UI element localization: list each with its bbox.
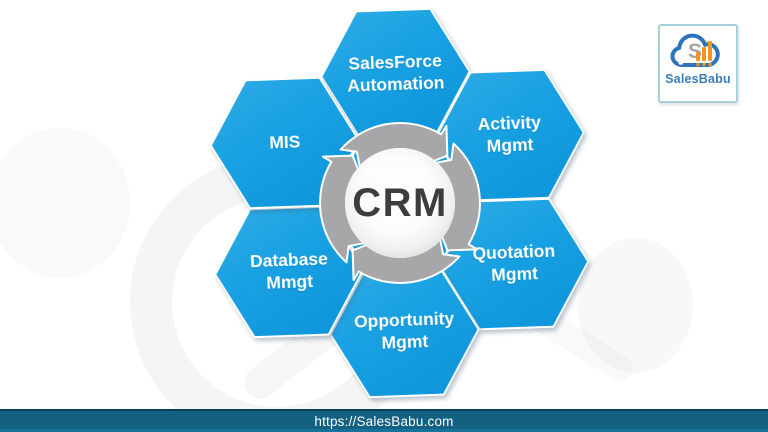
- crm-sphere: [345, 148, 455, 258]
- hexagon-label: Opportunity Mgmt: [353, 308, 455, 353]
- footer-bar: https://SalesBabu.com: [0, 409, 768, 432]
- crm-center-label: CRM: [352, 180, 448, 225]
- salesbabu-cloud-icon: S: [670, 33, 720, 67]
- salesbabu-logo-text: SalesBabu: [665, 72, 731, 86]
- footer-url: https://SalesBabu.com: [314, 414, 454, 429]
- hexagon-label: MIS: [268, 131, 301, 153]
- hexagon-label: SalesForce Automation: [346, 50, 445, 96]
- crm-cycle-arrows-icon: [319, 122, 481, 284]
- salesbabu-logo: S SalesBabu: [658, 24, 738, 103]
